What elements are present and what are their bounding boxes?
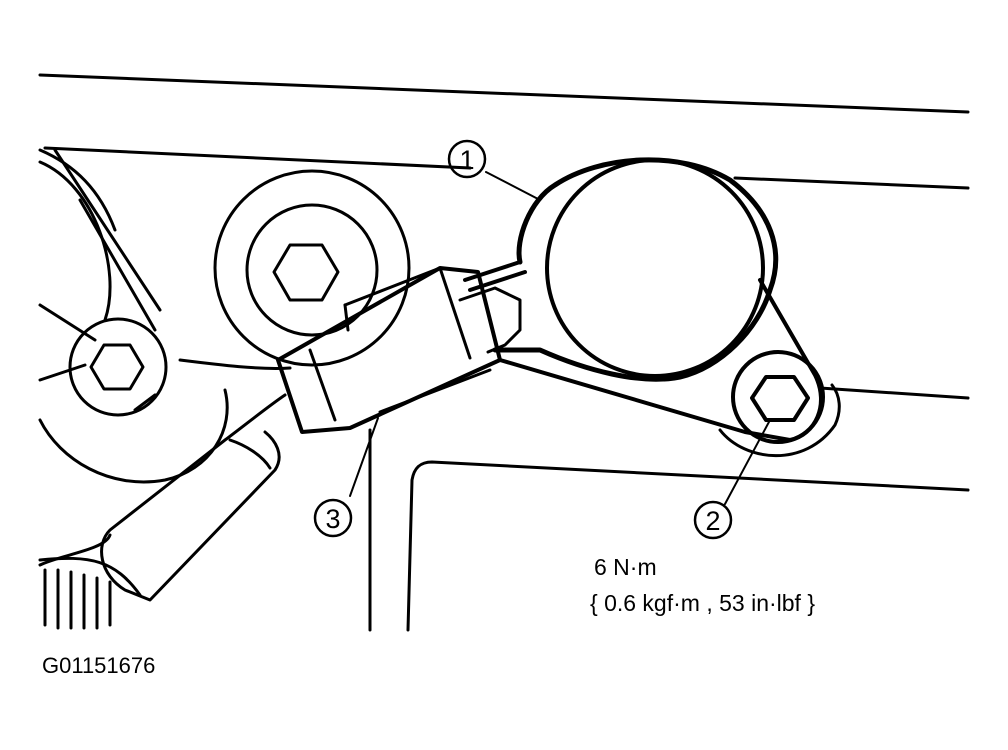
callout-1: 1 [447, 139, 487, 179]
torque-spec-line1: 6 N·m [594, 554, 657, 580]
pulley-bolt [213, 169, 411, 367]
knock-sensor-connector [276, 266, 522, 434]
mounting-boss [718, 383, 841, 457]
wiring-harness [38, 393, 287, 630]
callout-2-label: 2 [705, 506, 720, 536]
lower-housing [368, 428, 970, 632]
engine-block-outline [38, 73, 970, 484]
bracket-bolt [731, 350, 825, 444]
callout-2: 2 [693, 500, 733, 540]
callout-1-label: 1 [459, 145, 474, 175]
callout-3: 3 [313, 498, 353, 538]
leader-lines [349, 171, 771, 505]
small-bolt-left [68, 317, 168, 417]
torque-spec-line2: { 0.6 kgf·m , 53 in·lbf } [590, 590, 815, 616]
figure-id: G01151676 [42, 653, 155, 678]
callout-3-label: 3 [325, 504, 340, 534]
